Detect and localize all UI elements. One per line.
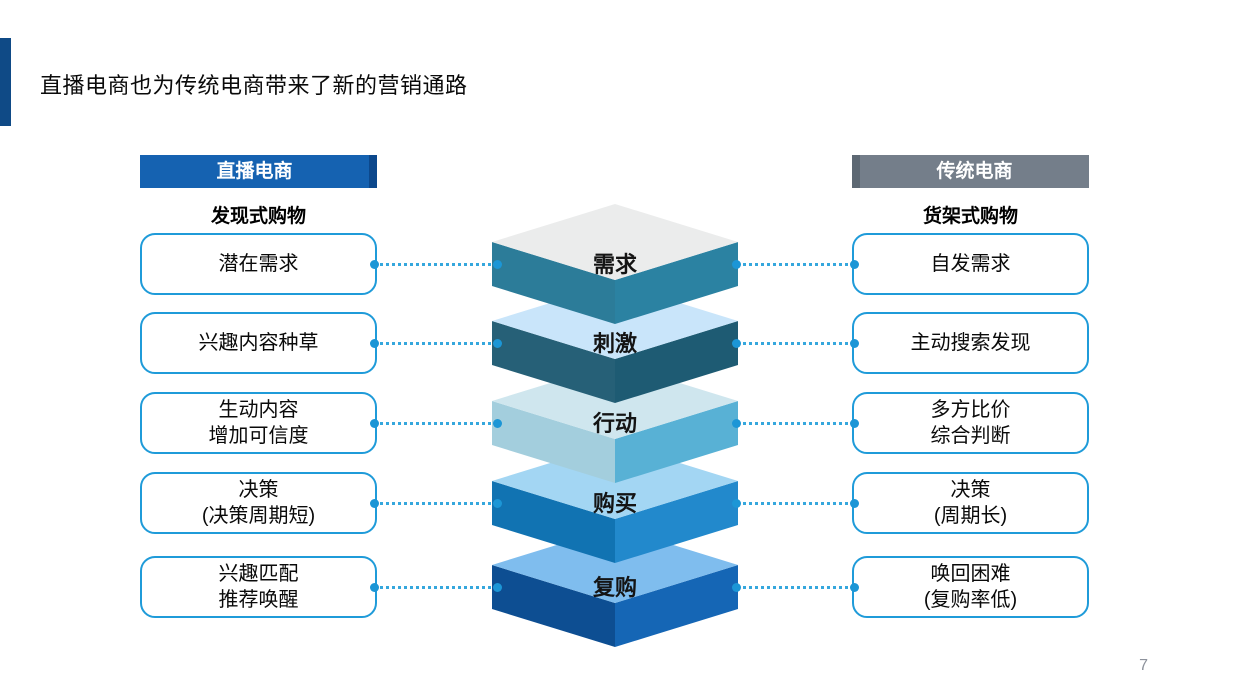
page-number: 7 bbox=[1139, 657, 1148, 674]
left-box-decision: 决策 (决策周期短) bbox=[140, 472, 377, 534]
right-box-decision: 决策 (周期长) bbox=[852, 472, 1089, 534]
layer-left-face bbox=[492, 321, 615, 403]
box-line: (周期长) bbox=[933, 505, 1008, 527]
box-line: 增加可信度 bbox=[208, 425, 309, 447]
connector-dot bbox=[850, 419, 859, 428]
box-line: 生动内容 bbox=[218, 399, 299, 421]
box-line: 多方比价 bbox=[930, 399, 1011, 421]
connector-dot bbox=[850, 583, 859, 592]
connector-dot bbox=[732, 260, 741, 269]
box-line: 主动搜索发现 bbox=[910, 332, 1031, 354]
connector-dot bbox=[493, 260, 502, 269]
connector-left-3 bbox=[370, 419, 502, 428]
connector-dot bbox=[370, 583, 379, 592]
connector-dot bbox=[493, 499, 502, 508]
connector-dot bbox=[850, 499, 859, 508]
connector-right-2 bbox=[732, 339, 859, 348]
funnel-layer-repurchase: 复购 bbox=[492, 527, 738, 647]
box-line: (复购率低) bbox=[923, 589, 1018, 611]
left-box-interest-content: 兴趣内容种草 bbox=[140, 312, 377, 374]
right-box-spontaneous-demand: 自发需求 bbox=[852, 233, 1089, 295]
left-column-subtitle: 发现式购物 bbox=[210, 206, 306, 227]
box-line: 推荐唤醒 bbox=[218, 589, 299, 611]
funnel-layer-demand: 需求 bbox=[492, 204, 738, 324]
connector-dot bbox=[370, 419, 379, 428]
box-line: 兴趣内容种草 bbox=[198, 332, 319, 354]
connector-dot bbox=[370, 499, 379, 508]
connector-dot bbox=[493, 339, 502, 348]
layer-right-face bbox=[615, 481, 738, 563]
layer-right-face bbox=[615, 565, 738, 647]
layer-top-face bbox=[492, 527, 738, 603]
connector-dot bbox=[732, 419, 741, 428]
right-column-subtitle: 货架式购物 bbox=[922, 206, 1018, 227]
box-line: 自发需求 bbox=[930, 253, 1011, 275]
connector-dot bbox=[732, 583, 741, 592]
left-box-interest-match: 兴趣匹配 推荐唤醒 bbox=[140, 556, 377, 618]
layer-right-face bbox=[615, 242, 738, 324]
layer-top-face bbox=[492, 204, 738, 280]
layer-label: 行动 bbox=[592, 411, 637, 436]
connector-dot bbox=[732, 339, 741, 348]
connector-dot bbox=[370, 339, 379, 348]
connector-dot bbox=[493, 419, 502, 428]
layer-label: 刺激 bbox=[593, 331, 637, 356]
left-column-header: 直播电商 bbox=[140, 155, 377, 188]
connector-right-4 bbox=[732, 499, 859, 508]
layer-left-face bbox=[492, 565, 615, 647]
connector-left-4 bbox=[370, 499, 502, 508]
box-line: 潜在需求 bbox=[218, 253, 299, 275]
connector-left-1 bbox=[370, 260, 502, 269]
right-column-header: 传统电商 bbox=[852, 155, 1089, 188]
accent-bar bbox=[0, 38, 11, 126]
connector-right-3 bbox=[732, 419, 859, 428]
box-line: (决策周期短) bbox=[201, 505, 316, 527]
layer-label: 复购 bbox=[592, 575, 637, 600]
box-line: 决策 bbox=[950, 479, 991, 501]
connector-dot bbox=[493, 583, 502, 592]
page-title: 直播电商也为传统电商带来了新的营销通路 bbox=[40, 73, 468, 98]
layer-right-face bbox=[615, 321, 738, 403]
connector-dot bbox=[850, 260, 859, 269]
connector-dot bbox=[732, 499, 741, 508]
layer-left-face bbox=[492, 242, 615, 324]
box-line: 兴趣匹配 bbox=[218, 563, 299, 585]
box-line: 决策 bbox=[238, 479, 279, 501]
right-box-active-search: 主动搜索发现 bbox=[852, 312, 1089, 374]
connector-left-5 bbox=[370, 583, 502, 592]
right-box-recall-difficulty: 唤回困难 (复购率低) bbox=[852, 556, 1089, 618]
layer-right-face bbox=[615, 401, 738, 483]
connector-dot bbox=[850, 339, 859, 348]
right-box-price-comparison: 多方比价 综合判断 bbox=[852, 392, 1089, 454]
connector-left-2 bbox=[370, 339, 502, 348]
layer-label: 购买 bbox=[593, 491, 637, 516]
connector-dot bbox=[370, 260, 379, 269]
connector-right-1 bbox=[732, 260, 859, 269]
connector-right-5 bbox=[732, 583, 859, 592]
layer-label: 需求 bbox=[593, 252, 637, 277]
layer-left-face bbox=[492, 481, 615, 563]
left-box-vivid-content: 生动内容 增加可信度 bbox=[140, 392, 377, 454]
box-line: 唤回困难 bbox=[930, 563, 1011, 585]
box-line: 综合判断 bbox=[930, 425, 1011, 447]
layer-left-face bbox=[492, 401, 615, 483]
left-box-latent-demand: 潜在需求 bbox=[140, 233, 377, 295]
